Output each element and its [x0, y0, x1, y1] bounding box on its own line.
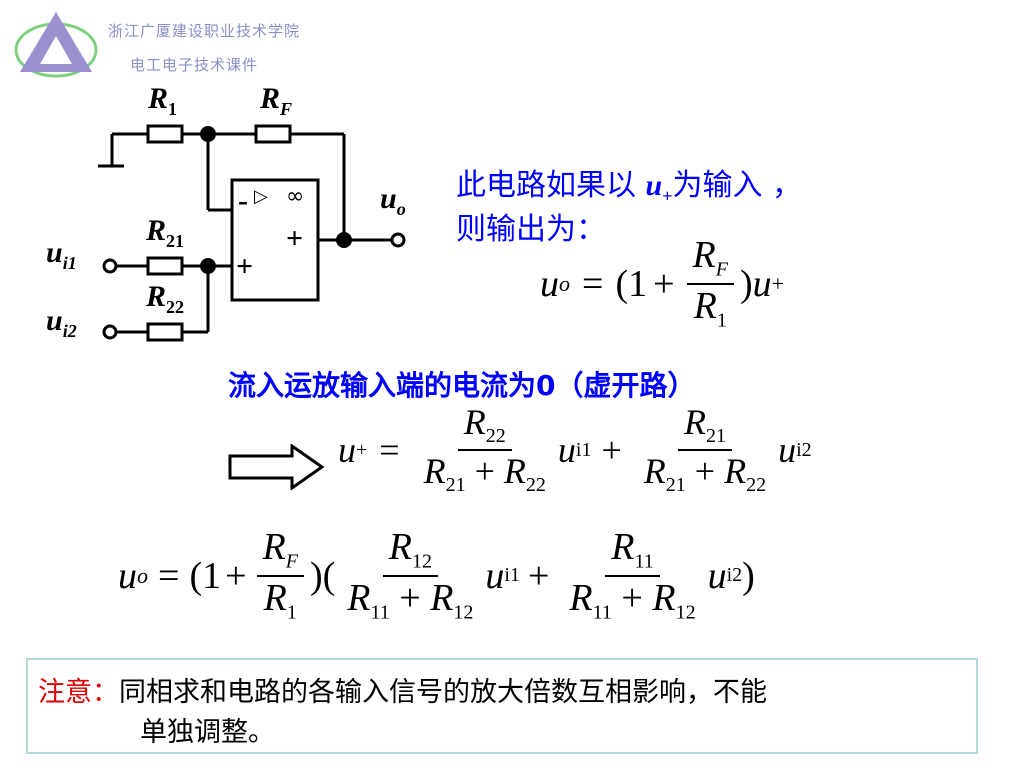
r22-label: R22: [146, 280, 185, 317]
circuit-diagram: R1 RF R21 R22 ui1 ui2 uo - + + ▷ ∞: [40, 80, 440, 360]
note-box: 注意：同相求和电路的各输入信号的放大倍数互相影响，不能 单独调整。: [26, 658, 978, 754]
note-line-1: 注意：同相求和电路的各输入信号的放大倍数互相影响，不能: [38, 677, 767, 708]
virtual-open-text: 流入运放输入端的电流为0（虚开路）: [228, 369, 696, 402]
school-name: 浙江广厦建设职业技术学院: [108, 22, 301, 40]
r21-label: R21: [146, 214, 185, 251]
note-label: 注意：: [38, 677, 119, 708]
minus-terminal: -: [238, 184, 248, 217]
course-name: 电工电子技术课件: [130, 56, 259, 74]
intro-line-1: 此电路如果以 u+为输入 ，: [456, 168, 803, 206]
triangle-icon: ▷: [254, 186, 268, 207]
uo-label: uo: [380, 182, 406, 219]
infinity-icon: ∞: [286, 184, 305, 209]
plus-input-terminal: +: [236, 250, 254, 283]
rf-label: RF: [260, 82, 293, 119]
ui1-label: ui1: [46, 236, 77, 273]
ui2-label: ui2: [46, 304, 77, 341]
intro-line-2: 则输出为：: [456, 212, 606, 247]
note-line-2: 单独调整。: [140, 717, 275, 748]
school-logo: [10, 6, 100, 84]
implies-arrow-icon: [228, 443, 325, 494]
r1-label: R1: [148, 82, 178, 119]
plus-output-terminal: +: [286, 222, 304, 255]
